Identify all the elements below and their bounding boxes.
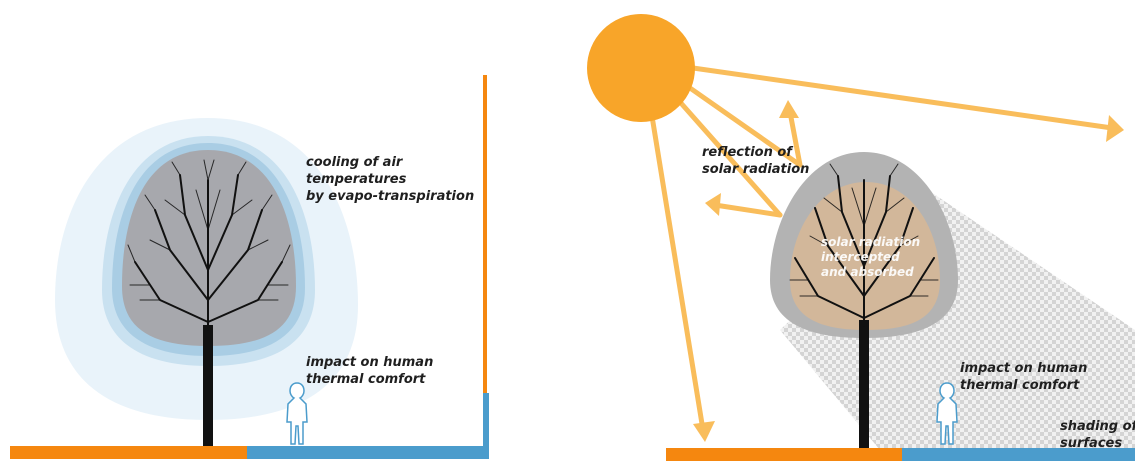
shading-label: shading of surfaces bbox=[1060, 419, 1135, 451]
ground-grass-right bbox=[902, 448, 1135, 461]
reflection-label: reflection of solar radiation bbox=[702, 145, 809, 177]
arrowhead-down bbox=[693, 421, 715, 442]
sun-icon bbox=[587, 14, 695, 122]
tree-icon bbox=[789, 163, 939, 448]
comfort-label-left: impact on human thermal comfort bbox=[306, 355, 438, 387]
ground-paved-right bbox=[666, 448, 902, 461]
person-icon bbox=[286, 382, 308, 445]
wall-lower-left bbox=[483, 393, 489, 459]
arrowhead-up bbox=[779, 100, 799, 118]
arrowhead-left bbox=[705, 193, 721, 216]
cooling-label: cooling of air temperatures by evapo-tra… bbox=[306, 155, 474, 204]
person-icon bbox=[936, 382, 958, 445]
intercepted-label: solar radiation intercepted and absorbed bbox=[821, 235, 924, 279]
arrowheads bbox=[693, 100, 1124, 442]
tree-icon bbox=[127, 159, 291, 448]
sun-rays bbox=[648, 65, 1115, 433]
arrowhead-far-right bbox=[1106, 115, 1124, 142]
comfort-label-right: impact on human thermal comfort bbox=[960, 361, 1092, 393]
ground-grass-left bbox=[247, 446, 489, 459]
ground-paved-left bbox=[10, 446, 247, 459]
right-panel: reflection of solar radiation solar radi… bbox=[587, 14, 1135, 461]
wall-upper-left bbox=[483, 75, 487, 393]
left-panel: cooling of air temperatures by evapo-tra… bbox=[10, 75, 489, 459]
